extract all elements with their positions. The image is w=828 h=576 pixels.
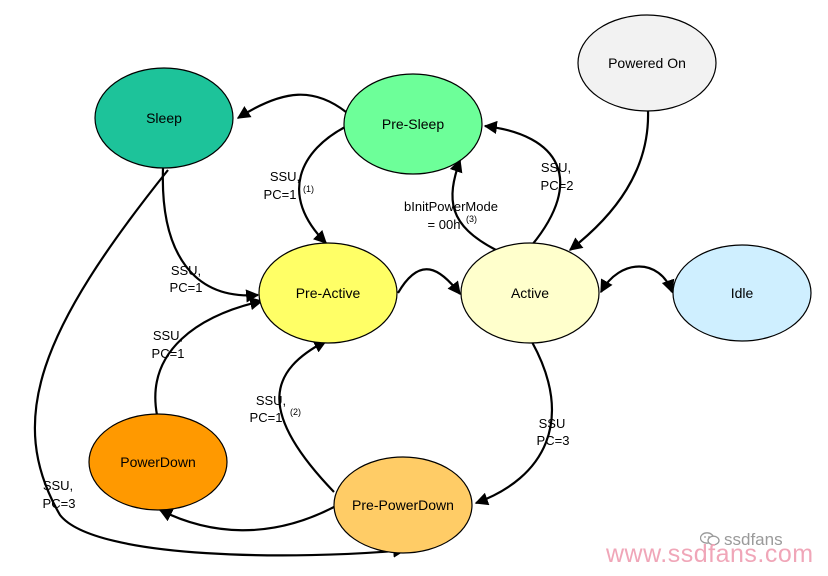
state-sleep-label: Sleep	[146, 110, 182, 126]
edge-active-to-prepowerdown	[474, 341, 554, 506]
label-prepowerdown-to-preactive-line2: PC=1	[250, 410, 283, 425]
edge-powerdown-to-preactive	[154, 297, 264, 416]
label-sleep-to-preactive-line2: PC=1	[170, 280, 203, 295]
edge-prepowerdown-to-preactive	[278, 340, 335, 493]
label-powerdown-to-preactive-line2: PC=1	[152, 346, 185, 361]
state-pre-sleep-ellipse	[343, 73, 483, 175]
label-sleep-to-preactive: SSU, PC=1	[170, 263, 203, 295]
label-active-to-presleep-line2: PC=2	[541, 178, 574, 193]
label-presleep-to-preactive-line2: PC=1	[264, 187, 297, 202]
state-pre-powerdown-label: Pre-PowerDown	[352, 497, 454, 513]
label-presleep-to-preactive: SSU, PC=1 (1)	[264, 169, 314, 202]
state-idle-ellipse	[672, 244, 812, 342]
label-sleep-to-prepowerdown-line2: PC=3	[43, 496, 76, 511]
label-active-to-prepowerdown-line1: SSU	[539, 416, 566, 431]
state-pre-sleep-label: Pre-Sleep	[382, 116, 444, 132]
edge-presleep-to-sleep	[236, 93, 347, 119]
label-prepowerdown-to-preactive: SSU, PC=1 (2)	[250, 393, 301, 425]
watermark-url: www.ssdfans.com	[606, 540, 814, 568]
edge-active-to-presleep-mode	[449, 158, 497, 251]
label-powerdown-to-preactive: SSU, PC=1	[152, 328, 185, 361]
state-powerdown: PowerDown	[88, 413, 228, 511]
state-sleep: Sleep	[94, 67, 234, 169]
state-powerdown-label: PowerDown	[120, 454, 195, 470]
label-active-to-presleep-mode: bInitPowerMode = 00h (3)	[404, 199, 498, 232]
state-active-ellipse	[460, 242, 600, 344]
edge-active-idle	[600, 265, 675, 294]
edge-preactive-to-active	[397, 268, 461, 296]
state-idle: Idle	[672, 244, 812, 342]
edge-sleep-to-prepowerdown	[33, 169, 407, 558]
state-pre-active-ellipse	[258, 242, 398, 344]
edge-presleep-to-preactive	[298, 125, 348, 244]
label-powerdown-to-preactive-line1: SSU,	[153, 328, 183, 343]
edge-sleep-to-preactive	[161, 167, 260, 303]
state-pre-powerdown-ellipse	[333, 456, 473, 554]
label-active-to-presleep-mode-note: (3)	[466, 214, 477, 224]
state-pre-active-label: Pre-Active	[296, 285, 361, 301]
state-pre-powerdown: Pre-PowerDown	[333, 456, 473, 554]
state-idle-label: Idle	[731, 285, 754, 301]
label-prepowerdown-to-preactive-note: (2)	[290, 407, 301, 417]
label-presleep-to-preactive-line1: SSU,	[270, 169, 300, 184]
state-powered-on-label: Powered On	[608, 55, 686, 71]
wechat-brand: ssdfans	[700, 530, 783, 550]
state-active: Active	[460, 242, 600, 344]
state-pre-sleep: Pre-Sleep	[343, 73, 483, 175]
label-active-to-prepowerdown-line2: PC=3	[537, 433, 570, 448]
label-prepowerdown-to-preactive-line1: SSU,	[256, 393, 286, 408]
wechat-brand-text: ssdfans	[724, 530, 783, 549]
label-sleep-to-prepowerdown-line1: SSU,	[43, 478, 73, 493]
label-presleep-to-preactive-note: (1)	[303, 184, 314, 194]
label-sleep-to-preactive-line1: SSU,	[171, 263, 201, 278]
label-active-to-presleep-mode-line2: = 00h	[428, 217, 461, 232]
state-pre-active: Pre-Active	[258, 242, 398, 344]
edge-prepowerdown-to-powerdown	[158, 506, 335, 532]
edge-active-to-presleep	[483, 120, 562, 246]
state-sleep-ellipse	[94, 67, 234, 169]
state-powered-on: Powered On	[577, 14, 717, 112]
label-active-to-presleep-mode-line1: bInitPowerMode	[404, 199, 498, 214]
state-powered-on-ellipse	[577, 14, 717, 112]
state-powerdown-ellipse	[88, 413, 228, 511]
label-active-to-prepowerdown: SSU PC=3	[537, 416, 570, 448]
edge-poweredon-to-active	[568, 109, 650, 251]
state-active-label: Active	[511, 285, 549, 301]
wechat-icon	[700, 532, 720, 546]
label-active-to-presleep-line1: SSU,	[541, 160, 571, 175]
label-sleep-to-prepowerdown: SSU, PC=3	[43, 478, 76, 511]
label-active-to-presleep: SSU, PC=2	[541, 160, 574, 193]
